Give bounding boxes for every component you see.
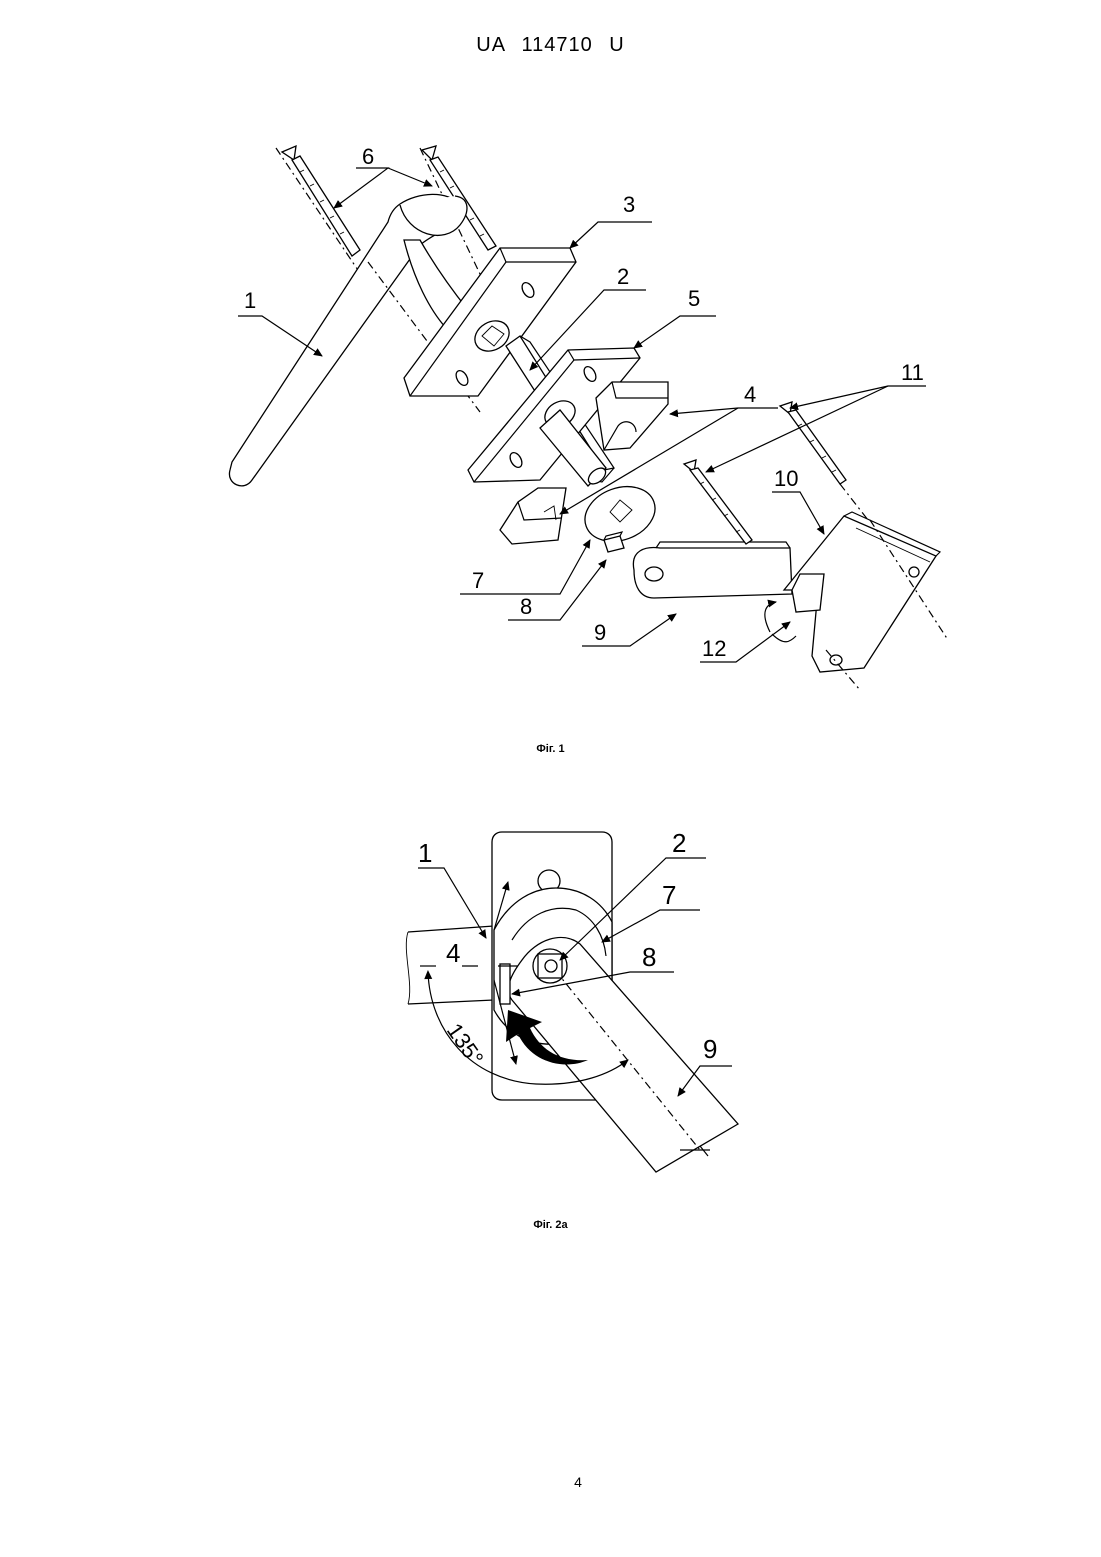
- square-shaft-part-2-fig2a: [533, 949, 567, 983]
- fig2a-label-1: 1: [418, 838, 432, 868]
- page-number: 4: [0, 1474, 1101, 1490]
- figure-2a-rotation-view: 1 2 7 4 8 9 135°: [0, 0, 1101, 1200]
- fig2a-angle-label: 135°: [442, 1019, 489, 1071]
- fig2a-label-2: 2: [672, 828, 686, 858]
- fig2a-label-4: 4: [446, 938, 460, 968]
- fig2a-label-8: 8: [642, 942, 656, 972]
- pin-part-8-fig2a: [500, 964, 510, 1004]
- fig2a-label-7: 7: [662, 880, 676, 910]
- fig2a-label-9: 9: [703, 1034, 717, 1064]
- figure-2a-caption: Фіг. 2а: [0, 1219, 1101, 1231]
